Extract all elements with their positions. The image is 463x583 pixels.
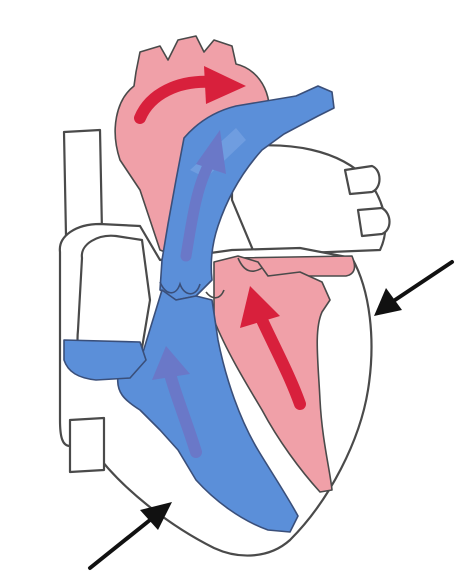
left-atrium-outline bbox=[232, 145, 385, 255]
inferior-vena-cava bbox=[70, 418, 104, 472]
pulmonary-vein-upper bbox=[345, 166, 380, 194]
superior-vena-cava bbox=[64, 130, 102, 236]
right-atrium-blood bbox=[64, 340, 146, 380]
pulmonary-vein-lower bbox=[358, 208, 390, 236]
bottom-wall-pointer-shaft bbox=[90, 520, 150, 568]
right-wall-pointer-shaft bbox=[392, 262, 452, 302]
right-wall-pointer-head bbox=[374, 288, 402, 316]
